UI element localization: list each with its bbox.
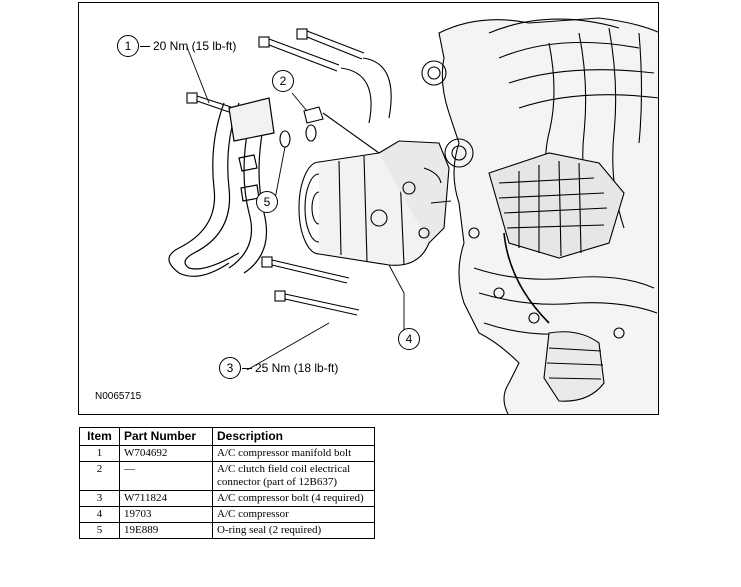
callout-4: 4 bbox=[398, 328, 420, 350]
table-row: 4 19703 A/C compressor bbox=[79, 506, 375, 523]
leader-lines bbox=[186, 46, 405, 371]
cell-item: 4 bbox=[79, 506, 120, 523]
callout-number: 5 bbox=[256, 191, 278, 213]
callout-dash bbox=[140, 45, 150, 47]
cell-description: A/C compressor manifold bolt bbox=[212, 445, 375, 462]
connector-and-orings-drawing bbox=[279, 106, 380, 154]
callout-number: 3 bbox=[219, 357, 241, 379]
callout-number: 2 bbox=[272, 70, 294, 92]
ac-lines-drawing bbox=[168, 97, 275, 277]
cell-item: 2 bbox=[79, 461, 120, 491]
callout-2: 2 bbox=[272, 70, 294, 92]
cell-item: 3 bbox=[79, 490, 120, 507]
cell-description: A/C clutch field coil electrical connect… bbox=[212, 461, 375, 491]
cell-part-number: W704692 bbox=[119, 445, 213, 462]
cell-description: A/C compressor bbox=[212, 506, 375, 523]
cell-item: 5 bbox=[79, 522, 120, 539]
cell-part-number: — bbox=[119, 461, 213, 491]
cell-part-number: 19E889 bbox=[119, 522, 213, 539]
cell-part-number: W711824 bbox=[119, 490, 213, 507]
table-row: 2 — A/C clutch field coil electrical con… bbox=[79, 461, 375, 491]
cell-part-number: 19703 bbox=[119, 506, 213, 523]
callout-1: 1 20 Nm (15 lb-ft) bbox=[117, 35, 236, 57]
callout-torque-label: 20 Nm (15 lb-ft) bbox=[153, 39, 237, 53]
callout-number: 4 bbox=[398, 328, 420, 350]
callout-dash bbox=[242, 367, 252, 369]
bolts-drawing bbox=[186, 28, 392, 316]
cell-description: A/C compressor bolt (4 required) bbox=[212, 490, 375, 507]
header-description: Description bbox=[212, 427, 375, 446]
table-row: 1 W704692 A/C compressor manifold bolt bbox=[79, 445, 375, 462]
table-row: 3 W711824 A/C compressor bolt (4 require… bbox=[79, 490, 375, 507]
header-item: Item bbox=[79, 427, 120, 446]
ac-compressor-drawing bbox=[298, 140, 452, 266]
callout-5: 5 bbox=[256, 191, 278, 213]
engine-block-drawing bbox=[421, 17, 658, 414]
parts-table: Item Part Number Description 1 W704692 A… bbox=[79, 427, 375, 539]
cell-description: O-ring seal (2 required) bbox=[212, 522, 375, 539]
callout-3: 3 25 Nm (18 lb-ft) bbox=[219, 357, 338, 379]
figure-id: N0065715 bbox=[95, 391, 142, 402]
callout-torque-label: 25 Nm (18 lb-ft) bbox=[255, 361, 339, 375]
cell-item: 1 bbox=[79, 445, 120, 462]
exploded-view-figure: 1 20 Nm (15 lb-ft) 2 3 25 Nm (18 lb-ft) … bbox=[78, 2, 659, 415]
table-row: 5 19E889 O-ring seal (2 required) bbox=[79, 522, 375, 539]
callout-number: 1 bbox=[117, 35, 139, 57]
table-header-row: Item Part Number Description bbox=[79, 427, 375, 446]
ac-compressor-illustration bbox=[168, 17, 658, 414]
header-part-number: Part Number bbox=[119, 427, 213, 446]
